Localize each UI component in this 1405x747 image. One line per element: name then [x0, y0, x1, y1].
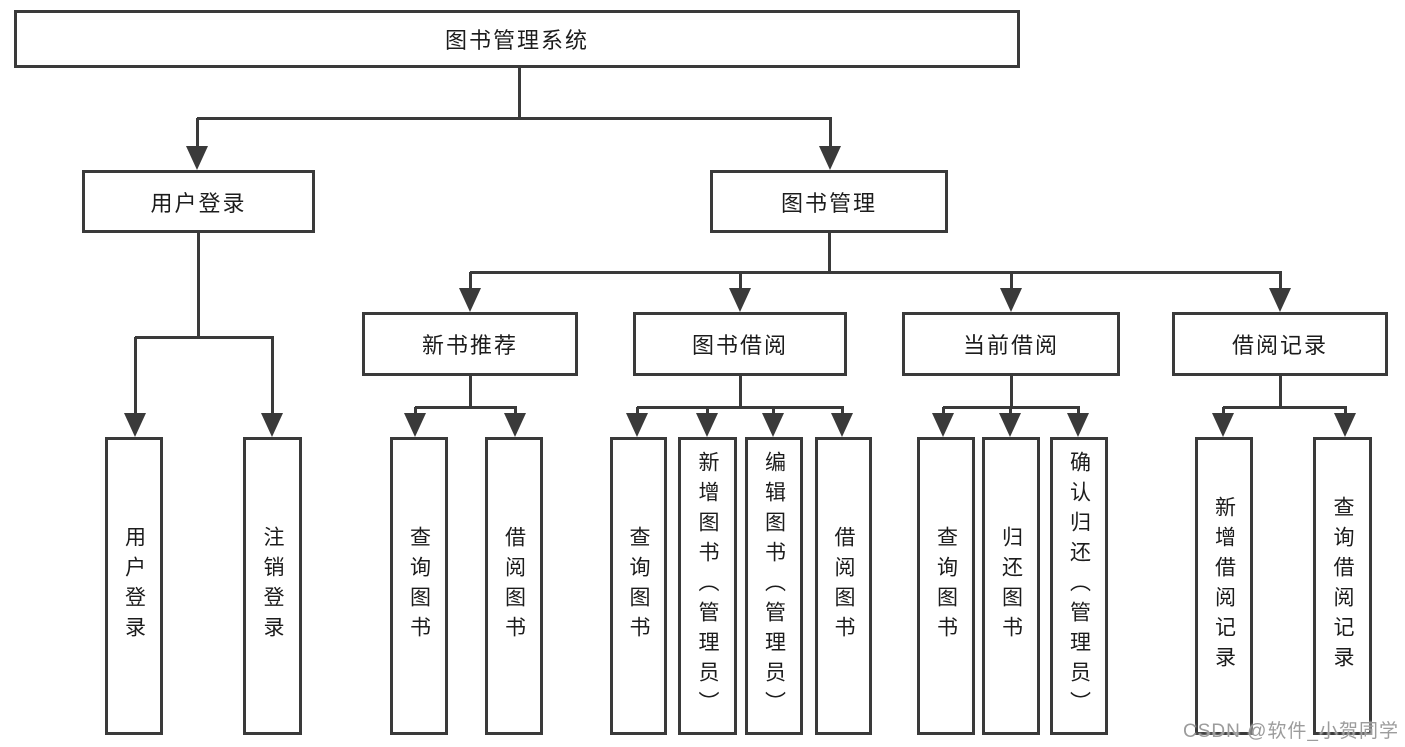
node-bb-edit-book-admin: 编辑图书（管理员） [745, 437, 803, 735]
connector-line [133, 337, 137, 417]
node-br-add-record: 新增借阅记录 [1195, 437, 1253, 735]
node-label: 借阅记录 [1231, 333, 1328, 358]
node-label: 图书借阅 [691, 333, 788, 358]
connector-line [195, 118, 199, 152]
node-user-login: 用户登录 [82, 170, 315, 233]
arrowhead-down-icon [999, 413, 1021, 437]
node-label: 确认归还（管理员） [1067, 451, 1091, 721]
connector-line [470, 270, 1282, 274]
node-cb-confirm-return-admin: 确认归还（管理员） [1050, 437, 1108, 735]
connector-line [468, 376, 472, 409]
node-label: 用户登录 [122, 526, 146, 646]
node-bb-add-book-admin: 新增图书（管理员） [678, 437, 737, 735]
node-bb-query-book: 查询图书 [610, 437, 667, 735]
connector-line [415, 405, 517, 409]
node-label: 图书管理 [780, 190, 877, 216]
connector-line [1223, 405, 1347, 409]
arrowhead-down-icon [762, 413, 784, 437]
node-label: 用户登录 [150, 190, 247, 216]
node-label: 归还图书 [999, 526, 1023, 646]
node-login: 用户登录 [105, 437, 163, 735]
arrowhead-down-icon [729, 288, 751, 312]
node-logout: 注销登录 [243, 437, 302, 735]
arrowhead-down-icon [1067, 413, 1089, 437]
node-label: 查询图书 [407, 526, 431, 646]
node-cb-return-book: 归还图书 [982, 437, 1040, 735]
connector-line [517, 67, 521, 120]
arrowhead-down-icon [186, 146, 208, 170]
node-book-mgmt: 图书管理 [710, 170, 948, 233]
node-book-borrow: 图书借阅 [633, 312, 847, 376]
arrowhead-down-icon [124, 413, 146, 437]
node-label: 图书管理系统 [444, 28, 589, 53]
connector-line [270, 337, 274, 417]
arrowhead-down-icon [932, 413, 954, 437]
node-label: 当前借阅 [962, 333, 1059, 358]
connector-line [196, 233, 200, 339]
node-bb-borrow-book: 借阅图书 [815, 437, 872, 735]
node-label: 编辑图书（管理员） [762, 451, 786, 721]
connector-line [1278, 376, 1282, 409]
connector-line [827, 233, 831, 274]
arrowhead-down-icon [1000, 288, 1022, 312]
arrowhead-down-icon [261, 413, 283, 437]
connector-line [828, 118, 832, 152]
node-cb-query-book: 查询图书 [917, 437, 975, 735]
arrowhead-down-icon [626, 413, 648, 437]
arrowhead-down-icon [1334, 413, 1356, 437]
node-label: 借阅图书 [832, 526, 855, 646]
node-label: 新增图书（管理员） [696, 451, 719, 721]
node-label: 查询图书 [934, 526, 958, 646]
node-label: 注销登录 [261, 526, 284, 646]
connector-line [738, 376, 742, 409]
connector-line [738, 272, 742, 294]
arrowhead-down-icon [404, 413, 426, 437]
connector-line [135, 335, 274, 339]
arrowhead-down-icon [696, 413, 718, 437]
arrowhead-down-icon [831, 413, 853, 437]
node-label: 新增借阅记录 [1212, 496, 1236, 676]
node-br-query-record: 查询借阅记录 [1313, 437, 1372, 735]
node-label: 查询借阅记录 [1331, 496, 1354, 676]
node-borrow-record: 借阅记录 [1172, 312, 1388, 376]
node-label: 查询图书 [627, 526, 650, 646]
connector-line [943, 405, 1080, 409]
connector-line [637, 405, 844, 409]
connector-line [197, 116, 832, 120]
node-rec-borrow-book: 借阅图书 [485, 437, 543, 735]
node-root: 图书管理系统 [14, 10, 1020, 68]
node-new-book-rec: 新书推荐 [362, 312, 578, 376]
connector-line [468, 272, 472, 294]
connector-line [1009, 272, 1013, 294]
arrowhead-down-icon [819, 146, 841, 170]
connector-line [1009, 376, 1013, 409]
node-label: 新书推荐 [421, 333, 518, 358]
arrowhead-down-icon [504, 413, 526, 437]
arrowhead-down-icon [1269, 288, 1291, 312]
node-label: 借阅图书 [502, 526, 526, 646]
arrowhead-down-icon [459, 288, 481, 312]
connector-line [1278, 272, 1282, 294]
watermark: CSDN @软件_小贺同学 [1183, 721, 1399, 742]
node-current-borrow: 当前借阅 [902, 312, 1120, 376]
arrowhead-down-icon [1212, 413, 1234, 437]
node-rec-query-book: 查询图书 [390, 437, 448, 735]
